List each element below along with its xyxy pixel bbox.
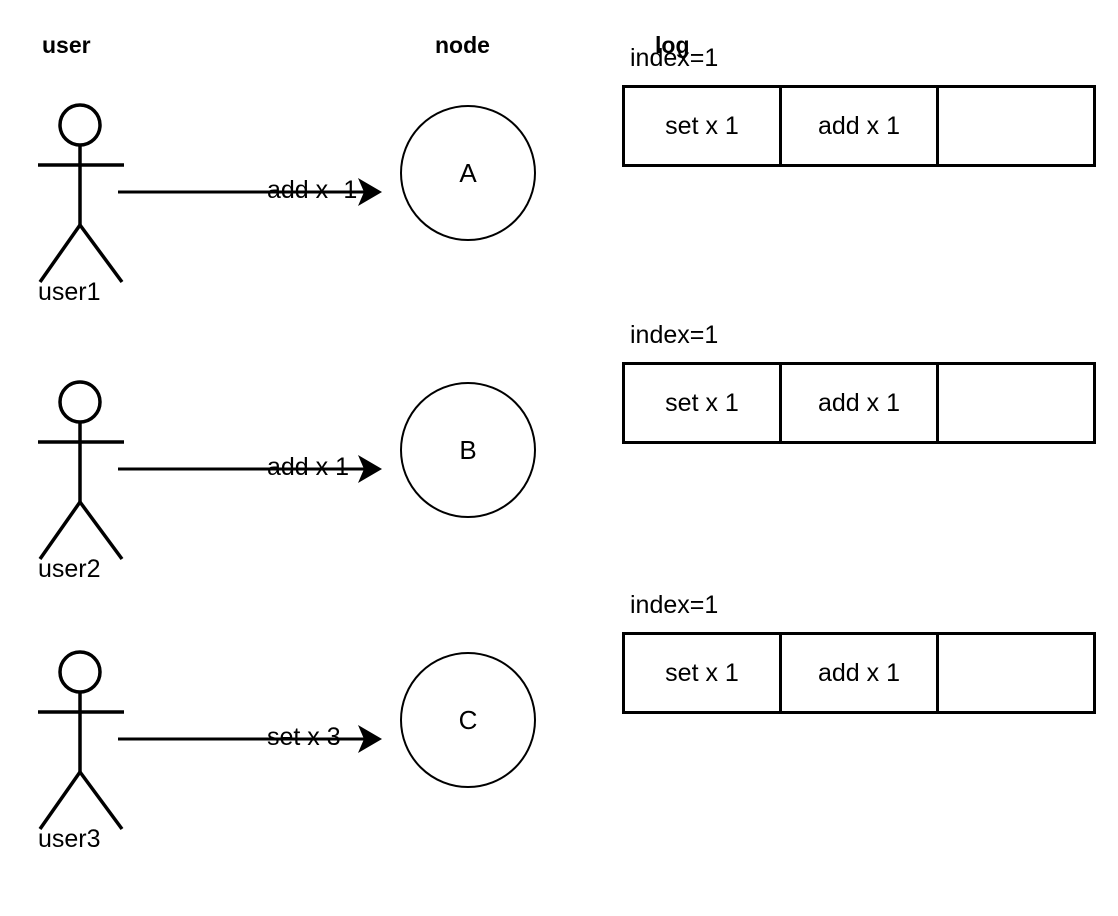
column-header-node: node: [435, 32, 490, 58]
message-label: set x 3: [267, 723, 341, 751]
message-label: add x 1: [267, 453, 350, 481]
log-cell: set x 1: [625, 365, 782, 441]
log-cell-empty: [939, 88, 1093, 164]
log-cell: set x 1: [625, 88, 782, 164]
actor-label: user1: [38, 278, 101, 306]
stick-figure-icon: user3: [0, 639, 200, 869]
node-label: C: [458, 704, 478, 735]
node-label: A: [459, 157, 477, 188]
node-circle: B: [400, 382, 536, 518]
actor-label: user3: [38, 825, 101, 853]
log-cell: set x 1: [625, 635, 782, 711]
message-label: add x -1: [267, 176, 358, 204]
log-table: set x 1 add x 1: [622, 632, 1096, 714]
column-header-user: user: [42, 32, 91, 58]
node-circle: C: [400, 652, 536, 788]
log-cell-empty: [939, 635, 1093, 711]
log-table: set x 1 add x 1: [622, 362, 1096, 444]
message-arrow: add x -1: [110, 152, 390, 232]
log-cell: add x 1: [782, 88, 939, 164]
log-cell: add x 1: [782, 365, 939, 441]
log-index-label: index=1: [630, 321, 719, 349]
diagram-row: user1 add x -1 A index=1 set x 1 add x 1: [0, 44, 1118, 372]
log-cell-empty: [939, 365, 1093, 441]
message-arrow: add x 1: [110, 429, 390, 509]
message-arrow: set x 3: [110, 699, 390, 779]
column-header-log: log: [655, 32, 690, 58]
diagram-row: user3 set x 3 C index=1 set x 1 add x 1: [0, 591, 1118, 916]
stick-figure-icon: user2: [0, 369, 200, 599]
diagram-row: user2 add x 1 B index=1 set x 1 add x 1: [0, 321, 1118, 649]
node-circle: A: [400, 105, 536, 241]
log-cell: add x 1: [782, 635, 939, 711]
log-index-label: index=1: [630, 44, 719, 72]
log-index-label: index=1: [630, 591, 719, 619]
actor-label: user2: [38, 555, 101, 583]
node-label: B: [459, 434, 477, 465]
stick-figure-icon: user1: [0, 92, 200, 322]
log-table: set x 1 add x 1: [622, 85, 1096, 167]
